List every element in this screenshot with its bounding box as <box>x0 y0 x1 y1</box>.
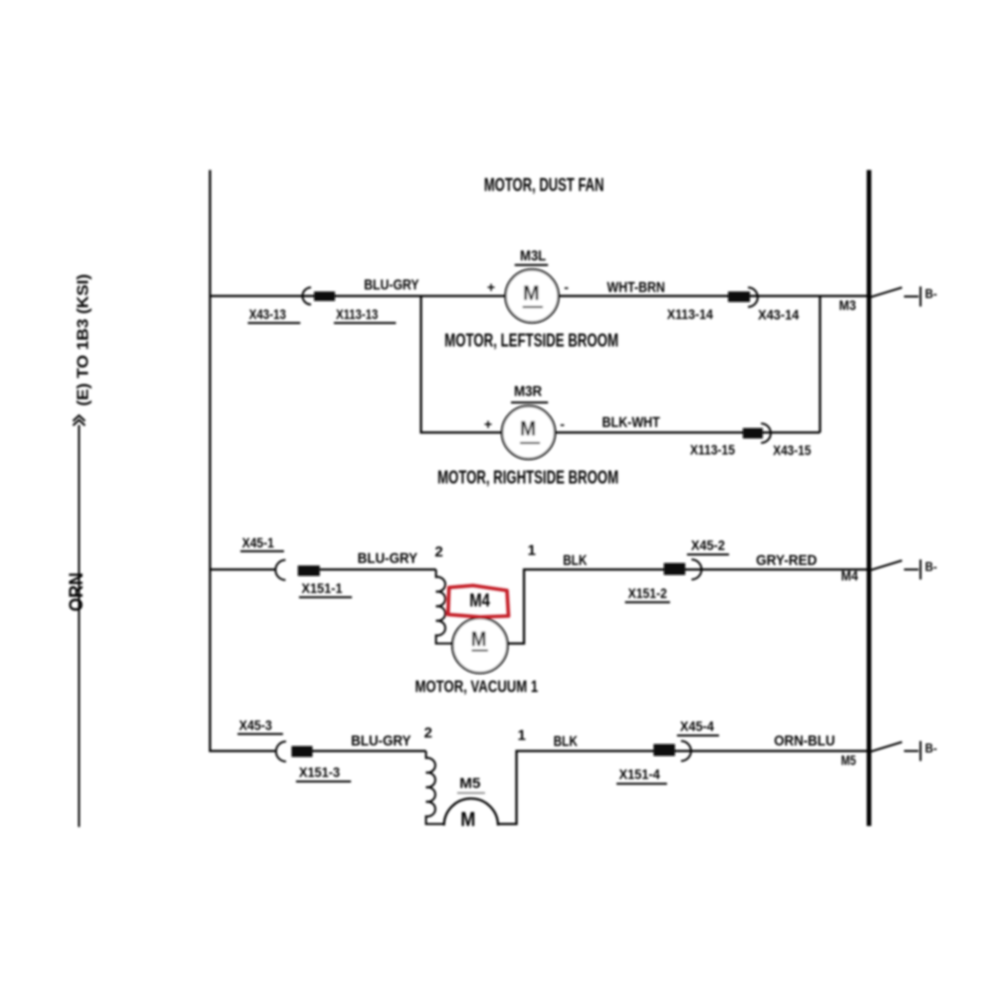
svg-text:M3: M3 <box>839 297 856 313</box>
svg-text:X45-1: X45-1 <box>242 534 274 550</box>
svg-text:WHT-BRN: WHT-BRN <box>607 279 665 296</box>
svg-text:X45-3: X45-3 <box>239 717 272 733</box>
svg-text:MOTOR, RIGHTSIDE BROOM: MOTOR, RIGHTSIDE BROOM <box>438 468 619 488</box>
svg-text:1: 1 <box>518 727 526 744</box>
svg-text:GRY-RED: GRY-RED <box>756 552 817 569</box>
svg-text:BLK: BLK <box>563 552 587 569</box>
svg-text:X151-4: X151-4 <box>619 766 660 782</box>
svg-text:-: - <box>564 279 569 295</box>
svg-text:M3L: M3L <box>520 248 546 265</box>
svg-text:M5: M5 <box>841 752 856 768</box>
svg-text:MOTOR, LEFTSIDE BROOM: MOTOR, LEFTSIDE BROOM <box>445 331 619 351</box>
svg-text:+: + <box>484 416 492 432</box>
svg-text:2: 2 <box>435 543 443 560</box>
svg-text:BLK-WHT: BLK-WHT <box>602 414 660 431</box>
svg-text:BLU-GRY: BLU-GRY <box>351 733 411 750</box>
svg-text:BLK: BLK <box>554 733 578 750</box>
svg-text:X113-15: X113-15 <box>690 442 735 458</box>
svg-text:M: M <box>461 809 476 831</box>
svg-text:B-: B- <box>925 286 937 301</box>
svg-text:BLU-GRY: BLU-GRY <box>358 550 418 567</box>
svg-text:M4: M4 <box>841 568 858 584</box>
svg-text:ORN-BLU: ORN-BLU <box>774 733 835 750</box>
svg-text:(E) TO 1B3 (KSI): (E) TO 1B3 (KSI) <box>75 274 92 406</box>
svg-text:M4: M4 <box>470 591 491 611</box>
svg-text:X151-3: X151-3 <box>299 764 340 780</box>
svg-text:M: M <box>471 628 487 651</box>
svg-text:X113-14: X113-14 <box>667 306 713 322</box>
svg-text:X151-1: X151-1 <box>302 580 343 596</box>
svg-text:X113-13: X113-13 <box>336 306 378 322</box>
svg-text:+: + <box>487 279 495 295</box>
svg-text:2: 2 <box>424 725 432 742</box>
svg-text:1: 1 <box>528 542 536 559</box>
svg-text:X43-14: X43-14 <box>758 307 799 323</box>
svg-text:X45-4: X45-4 <box>680 718 714 734</box>
svg-text:X43-15: X43-15 <box>773 442 811 458</box>
svg-text:B-: B- <box>925 559 937 574</box>
svg-text:X45-2: X45-2 <box>691 537 725 553</box>
svg-text:M5: M5 <box>460 775 481 792</box>
svg-text:-: - <box>560 416 565 432</box>
svg-text:X151-2: X151-2 <box>628 585 667 601</box>
svg-text:BLU-GRY: BLU-GRY <box>364 277 419 294</box>
svg-text:X43-13: X43-13 <box>249 306 286 322</box>
svg-text:M3R: M3R <box>514 383 542 400</box>
svg-text:ORN: ORN <box>67 573 88 612</box>
svg-text:M: M <box>523 282 540 305</box>
svg-text:M: M <box>520 418 536 441</box>
svg-text:MOTOR, DUST FAN: MOTOR, DUST FAN <box>484 175 604 195</box>
svg-text:B-: B- <box>925 741 937 756</box>
svg-text:MOTOR, VACUUM 1: MOTOR, VACUUM 1 <box>415 677 538 696</box>
